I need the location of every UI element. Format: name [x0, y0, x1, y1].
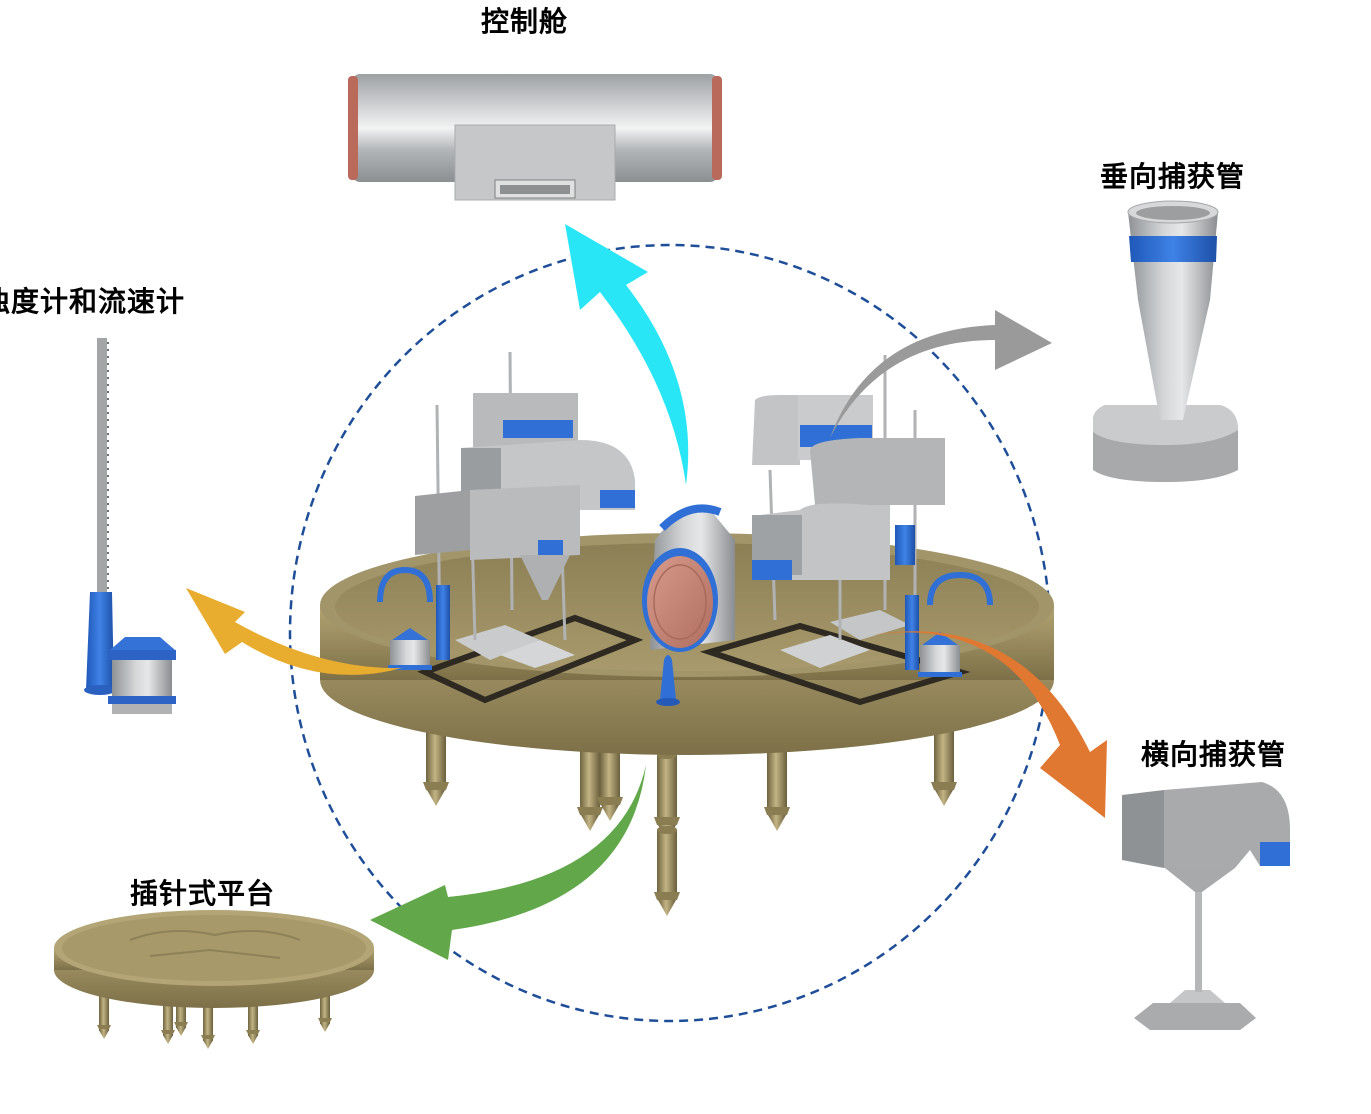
horizontal-trap-illustration	[1122, 782, 1290, 1030]
vertical-trap-illustration	[1093, 200, 1238, 482]
label-turbidity-flow-meter: 浊度计和流速计	[0, 285, 186, 318]
copper-end-cap	[348, 76, 358, 180]
arrow-to-control-cabin	[565, 224, 689, 485]
label-pin-platform: 插针式平台	[130, 877, 276, 910]
copper-end-cap	[712, 76, 722, 180]
arrow-to-vertical-trap	[830, 310, 1052, 438]
blue-band	[1260, 842, 1290, 866]
blue-band	[1129, 236, 1217, 262]
central-assembly-illustration	[320, 351, 1054, 916]
turbidity-flow-meter-illustration	[84, 338, 176, 714]
control-cabin-illustration	[348, 74, 722, 201]
arrow-to-pin-platform	[370, 765, 646, 960]
arrow-to-horizontal-trap	[872, 631, 1107, 818]
label-horizontal-trap: 横向捕获管	[1141, 738, 1287, 771]
label-control-cabin: 控制舱	[481, 5, 569, 38]
label-vertical-trap: 垂向捕获管	[1100, 160, 1246, 193]
pin-platform-illustration	[54, 910, 374, 1049]
arrow-to-turbidity-meter	[186, 588, 402, 675]
